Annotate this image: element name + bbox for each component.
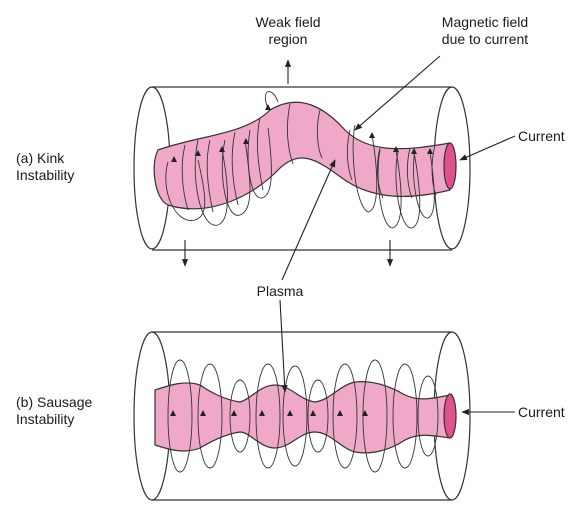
plasma-label: Plasma [256, 283, 304, 299]
sausage-line2: Instability [16, 411, 75, 427]
plasma-pointer-top [281, 159, 336, 281]
sausage-label: (b) Sausage Instability [16, 394, 92, 428]
kink-line1: (a) Kink [16, 150, 65, 166]
kink-plasma [153, 91, 457, 229]
magnetic-field-label: Magnetic field due to current [420, 14, 550, 48]
sausage-plasma [154, 359, 457, 473]
current-pointer-top [459, 135, 516, 161]
magnetic-field-pointer [354, 55, 441, 131]
weak-field-line2: region [268, 31, 308, 47]
kink-label: (a) Kink Instability [16, 150, 74, 184]
sausage-arrows [279, 299, 515, 416]
plasma-pointer-bottom [279, 299, 288, 393]
magnetic-field-line1: Magnetic field [441, 14, 529, 30]
kink-arrows [181, 55, 516, 281]
kink-line2: Instability [16, 167, 75, 183]
current-label-bottom: Current [518, 404, 565, 420]
weak-field-line1: Weak field [255, 14, 321, 30]
sausage-line1: (b) Sausage [16, 394, 93, 410]
weak-field-label: Weak field region [248, 14, 328, 48]
magnetic-field-line2: due to current [441, 31, 529, 47]
current-label-top: Current [518, 128, 565, 144]
